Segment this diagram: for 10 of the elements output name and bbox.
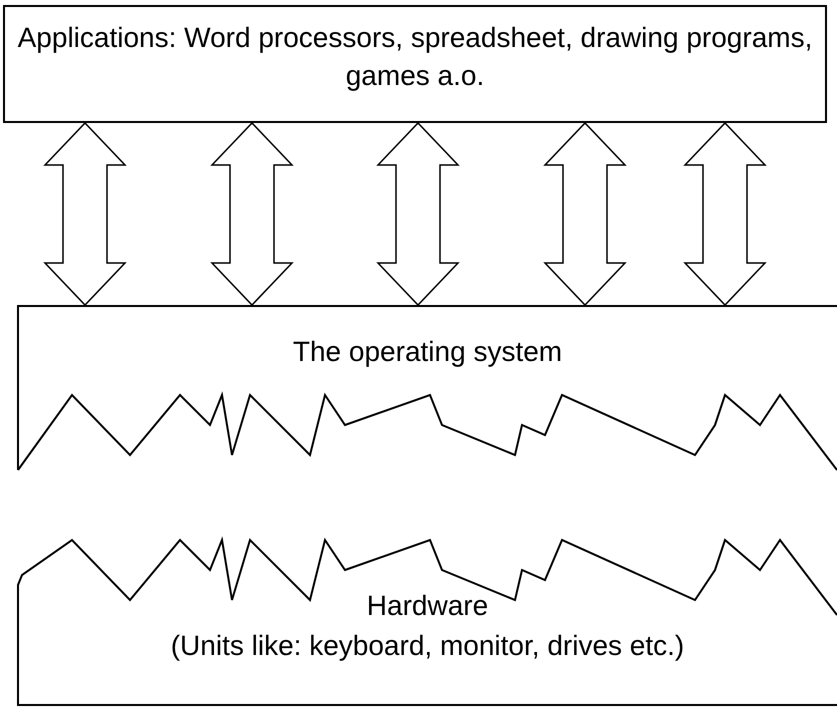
layer-title: Hardware — [366, 590, 488, 621]
layer-title: The operating system — [292, 336, 562, 367]
layer-description: (Units like: keyboard, monitor, drives etc.) — [170, 630, 684, 661]
double-arrow — [376, 122, 460, 306]
double-arrow — [683, 122, 767, 306]
double-arrow — [210, 122, 294, 306]
application-box — [3, 5, 827, 123]
double-arrow — [543, 122, 627, 306]
double-arrow — [43, 122, 127, 306]
layer-title: Applications: Word processors, spreadsheet, drawing programs, games a.o. — [18, 22, 812, 91]
